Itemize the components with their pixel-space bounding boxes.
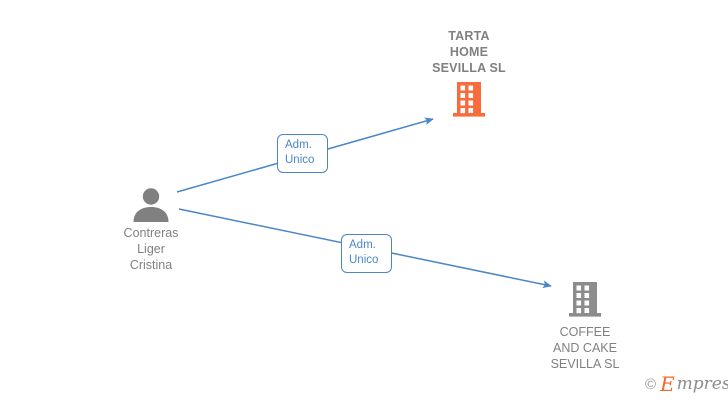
- relation-label-adm-unico-tarta[interactable]: Adm. Unico: [277, 134, 328, 173]
- person-avatar-icon: [133, 188, 169, 222]
- building-icon: [569, 282, 601, 317]
- relation-label-adm-unico-coffee[interactable]: Adm. Unico: [341, 234, 392, 273]
- person-name-label: Contreras Liger Cristina: [123, 226, 179, 272]
- node-company-tarta-home-sevilla-sl[interactable]: TARTA HOME SEVILLA SL: [404, 28, 534, 120]
- watermark-empresia: © E mpresia: [645, 374, 728, 394]
- company-name-label-coffee: COFFEE AND CAKE SEVILLA SL: [550, 325, 620, 371]
- copyright-icon: ©: [645, 375, 657, 393]
- watermark-brand-initial: E: [660, 372, 675, 396]
- company-name-label-tarta: TARTA HOME SEVILLA SL: [432, 29, 506, 75]
- node-company-coffee-and-cake-sevilla-sl[interactable]: COFFEE AND CAKE SEVILLA SL: [520, 280, 650, 372]
- node-person[interactable]: Contreras Liger Cristina: [92, 186, 210, 273]
- watermark-brand-name: mpresia: [676, 373, 728, 394]
- building-icon: [453, 82, 485, 117]
